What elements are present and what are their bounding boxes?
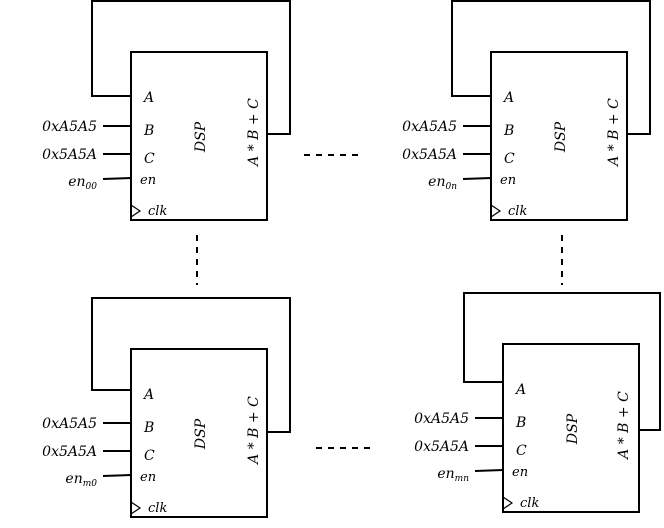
port-clk-label: clk [520,496,539,511]
input-b-value: 0xA5A5 [414,411,469,427]
port-c-label: C [516,443,527,459]
port-clk-label: clk [508,204,527,219]
port-c-label: C [504,151,515,167]
input-b-value: 0xA5A5 [42,119,97,135]
dsp-block-0n: A B C en clk DSP A * B + C 0xA5A5 0x5A5A… [402,0,651,221]
block-title: DSP [193,121,209,153]
port-en-label: en [140,470,156,485]
port-c-label: C [144,151,155,167]
dsp-block-00: A B C en clk DSP A * B + C 0xA5A5 0x5A5A… [42,0,291,221]
feedback-wire [451,0,651,135]
port-en-label: en [512,465,528,480]
input-wire-en [462,177,492,180]
dsp-block-body [490,51,628,221]
output-expression: A * B + C [246,396,262,466]
port-b-label: B [143,420,154,436]
enable-signal-label: en00 [68,174,97,192]
feedback-wire [91,0,291,135]
enable-signal-label: enmn [437,466,469,484]
output-expression: A * B + C [246,98,262,168]
port-clk-label: clk [148,204,167,219]
port-b-label: B [515,415,526,431]
input-c-value: 0x5A5A [42,444,97,460]
port-en-label: en [500,173,516,188]
dsp-block-body [130,51,268,221]
input-wire-en [474,469,504,472]
block-title: DSP [565,413,581,445]
dsp-block-body [502,343,640,513]
enable-signal-label: enm0 [65,471,97,489]
output-expression: A * B + C [616,391,632,461]
input-b-value: 0xA5A5 [42,416,97,432]
port-a-label: A [142,90,154,106]
clock-triangle-icon [130,501,142,515]
input-wire-en [102,474,132,477]
input-c-value: 0x5A5A [402,147,457,163]
feedback-wire [463,292,661,431]
dsp-block-m0: A B C en clk DSP A * B + C 0xA5A5 0x5A5A… [42,297,291,518]
enable-signal-label: en0n [428,174,457,192]
port-clk-label: clk [148,501,167,516]
port-c-label: C [144,448,155,464]
block-title: DSP [193,418,209,450]
clock-triangle-icon [502,496,514,510]
input-wire-en [102,177,132,180]
feedback-wire [91,297,291,433]
dsp-block-mn: A B C en clk DSP A * B + C 0xA5A5 0x5A5A… [414,292,661,513]
input-b-value: 0xA5A5 [402,119,457,135]
output-expression: A * B + C [606,98,622,168]
port-a-label: A [514,382,526,398]
port-a-label: A [142,387,154,403]
block-title: DSP [553,121,569,153]
clock-triangle-icon [490,204,502,218]
port-b-label: B [143,123,154,139]
port-a-label: A [502,90,514,106]
port-b-label: B [503,123,514,139]
clock-triangle-icon [130,204,142,218]
input-c-value: 0x5A5A [42,147,97,163]
port-en-label: en [140,173,156,188]
input-c-value: 0x5A5A [414,439,469,455]
